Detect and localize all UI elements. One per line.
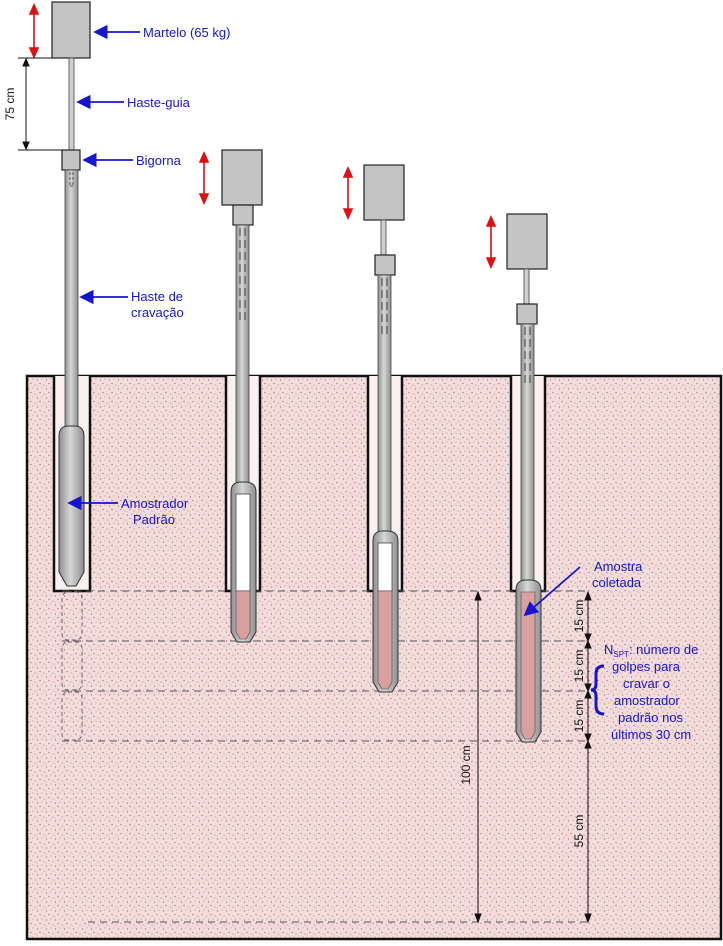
dim-total-depth bbox=[474, 590, 482, 924]
hammer-1 bbox=[51, 1, 91, 59]
hammer-4 bbox=[506, 213, 548, 270]
hammer-3 bbox=[363, 164, 405, 221]
label-nspt-5: padrão nos bbox=[618, 710, 684, 725]
sample-4 bbox=[520, 591, 536, 740]
motion-arrow-3-icon bbox=[342, 166, 354, 220]
assembly-2 bbox=[221, 149, 263, 643]
label-drive-rod-1: Haste de bbox=[131, 289, 183, 304]
sample-3 bbox=[377, 590, 393, 690]
anvil-3 bbox=[374, 254, 396, 276]
dim-increment-2-label: 15 cm bbox=[572, 650, 586, 683]
depth-lines bbox=[62, 590, 590, 923]
hammer-2 bbox=[221, 149, 263, 206]
label-nspt-4: amostrador bbox=[614, 693, 680, 708]
label-guide-rod: Haste-guia bbox=[127, 95, 191, 110]
assembly-3 bbox=[363, 164, 405, 693]
guide-rod-1 bbox=[68, 57, 75, 151]
drive-rod-2 bbox=[235, 224, 250, 486]
label-anvil: Bigorna bbox=[136, 153, 182, 168]
motion-arrow-4-icon bbox=[485, 215, 497, 269]
label-nspt: NSPT: número de bbox=[604, 642, 698, 659]
label-sampler-2: Padrão bbox=[133, 512, 175, 527]
label-nspt-6: últimos 30 cm bbox=[611, 727, 691, 742]
dim-drop-height bbox=[18, 57, 62, 151]
label-hammer: Martelo (65 kg) bbox=[143, 25, 230, 40]
anvil-1 bbox=[61, 149, 81, 171]
dim-drop-height-label: 75 cm bbox=[3, 88, 17, 121]
label-nspt-3: cravar o bbox=[623, 676, 670, 691]
motion-arrow-2-icon bbox=[198, 151, 210, 205]
drive-rod-1 bbox=[64, 169, 79, 431]
dim-increments bbox=[584, 590, 592, 924]
dim-increment-3-label: 15 cm bbox=[572, 700, 586, 733]
drive-rod-4 bbox=[520, 323, 535, 587]
anvil-2 bbox=[232, 204, 254, 226]
anvil-4 bbox=[516, 303, 538, 325]
label-sample-1: Amostra bbox=[594, 559, 643, 574]
sampler-1 bbox=[58, 425, 85, 587]
guide-rod-4 bbox=[523, 268, 530, 305]
label-drive-rod-2: cravação bbox=[131, 305, 184, 320]
dim-total-depth-label: 100 cm bbox=[459, 745, 473, 784]
label-sampler-1: Amostrador bbox=[121, 496, 189, 511]
label-nspt-2: golpes para bbox=[612, 659, 681, 674]
motion-arrow-1-icon bbox=[28, 3, 40, 59]
assembly-1 bbox=[51, 1, 91, 587]
assembly-4 bbox=[506, 213, 548, 743]
sample-2 bbox=[235, 590, 251, 640]
label-sample-2: coletada bbox=[592, 575, 642, 590]
guide-rod-3 bbox=[380, 219, 387, 256]
callout-arrows bbox=[67, 24, 581, 617]
dim-increment-1-label: 15 cm bbox=[572, 600, 586, 633]
ghost-sampler-positions bbox=[61, 591, 83, 741]
dim-remaining-label: 55 cm bbox=[572, 815, 586, 848]
drive-rod-3 bbox=[377, 274, 392, 536]
nspt-brace-icon bbox=[590, 664, 605, 716]
motion-arrows bbox=[28, 3, 497, 269]
